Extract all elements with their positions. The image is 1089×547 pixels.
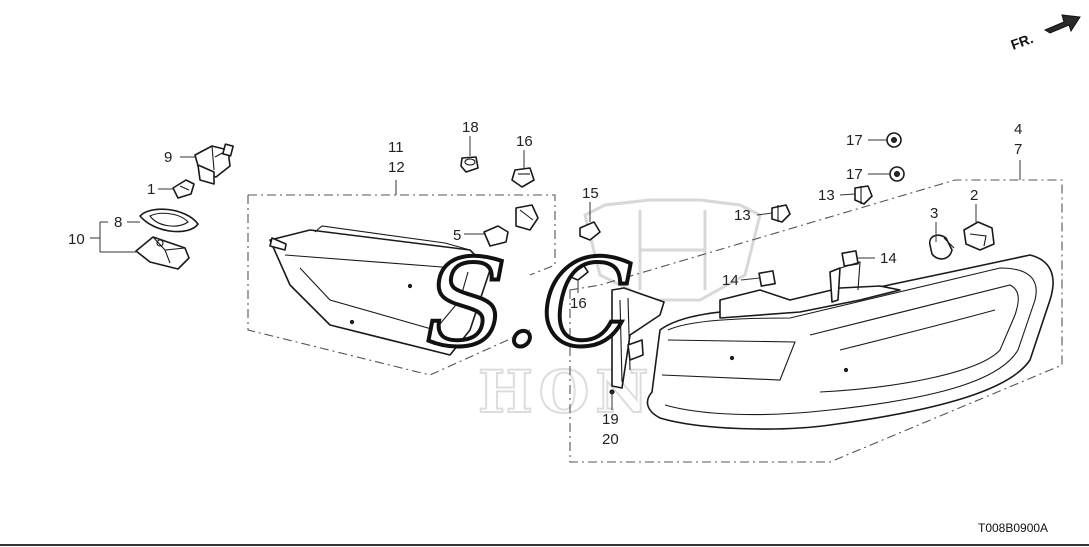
callout-10: 10 — [68, 231, 85, 248]
callout-3: 3 — [930, 205, 938, 222]
callout-5: 5 — [453, 227, 461, 244]
part-8-gasket — [139, 208, 199, 233]
inner-lamp-socket — [515, 204, 539, 231]
inner-lamp-group-box — [247, 194, 556, 376]
sc-overlay-watermark: S.C — [423, 233, 635, 376]
sc-overlay-text: S.C — [425, 235, 633, 374]
callout-13-a: 13 — [734, 207, 751, 224]
callout-14-a: 14 — [722, 272, 739, 289]
front-direction-label: FR. — [1009, 30, 1036, 53]
callout-14-b: 14 — [880, 250, 897, 267]
part-2-socket — [963, 221, 995, 251]
callout-2: 2 — [970, 187, 978, 204]
outer-lamp-group-box — [569, 179, 1063, 463]
callout-15: 15 — [582, 185, 599, 202]
part-10-lamp-housing — [135, 236, 190, 270]
part-17-nut-a — [886, 132, 902, 148]
part-17-nut-b — [889, 166, 905, 182]
inner-tail-lamp — [269, 225, 491, 356]
part-18-grommet — [460, 156, 479, 173]
part-16-nut-upper — [511, 167, 535, 188]
part-3-bulb — [928, 234, 955, 260]
callout-12: 12 — [388, 159, 405, 176]
callout-17-b: 17 — [846, 166, 863, 183]
callout-19: 19 — [602, 411, 619, 428]
callout-4: 4 — [1014, 121, 1022, 138]
leader-lines — [90, 136, 977, 410]
outer-tail-lamp — [646, 254, 1054, 430]
part-5-bulb — [483, 225, 509, 247]
callout-20: 20 — [602, 431, 619, 448]
part-14-clip-a — [758, 270, 776, 287]
part-1-wedge-bulb — [172, 179, 195, 199]
callout-18: 18 — [462, 119, 479, 136]
part-19-20-gasket-strip — [609, 287, 665, 395]
callout-7: 7 — [1014, 141, 1022, 158]
callout-9: 9 — [164, 149, 172, 166]
part-15-grommet — [579, 221, 601, 241]
callout-13-b: 13 — [818, 187, 835, 204]
part-13-bolt-a — [771, 204, 791, 223]
callout-labels: 9 1 8 10 11 12 18 16 15 5 16 19 20 13 13… — [68, 119, 1022, 448]
front-arrow-icon — [1043, 14, 1081, 34]
front-direction-indicator: FR. — [1009, 14, 1081, 53]
callout-11: 11 — [388, 139, 404, 156]
callout-17-a: 17 — [846, 132, 863, 149]
callout-16-lower: 16 — [570, 295, 587, 312]
part-9-bulb-socket — [194, 143, 234, 185]
part-16-nut-lower — [567, 262, 589, 281]
drawing-code: T008B0900A — [978, 521, 1048, 535]
callout-16-upper: 16 — [516, 133, 533, 150]
callout-8: 8 — [114, 214, 122, 231]
part-13-bolt-b — [854, 185, 873, 205]
callout-1: 1 — [147, 181, 155, 198]
